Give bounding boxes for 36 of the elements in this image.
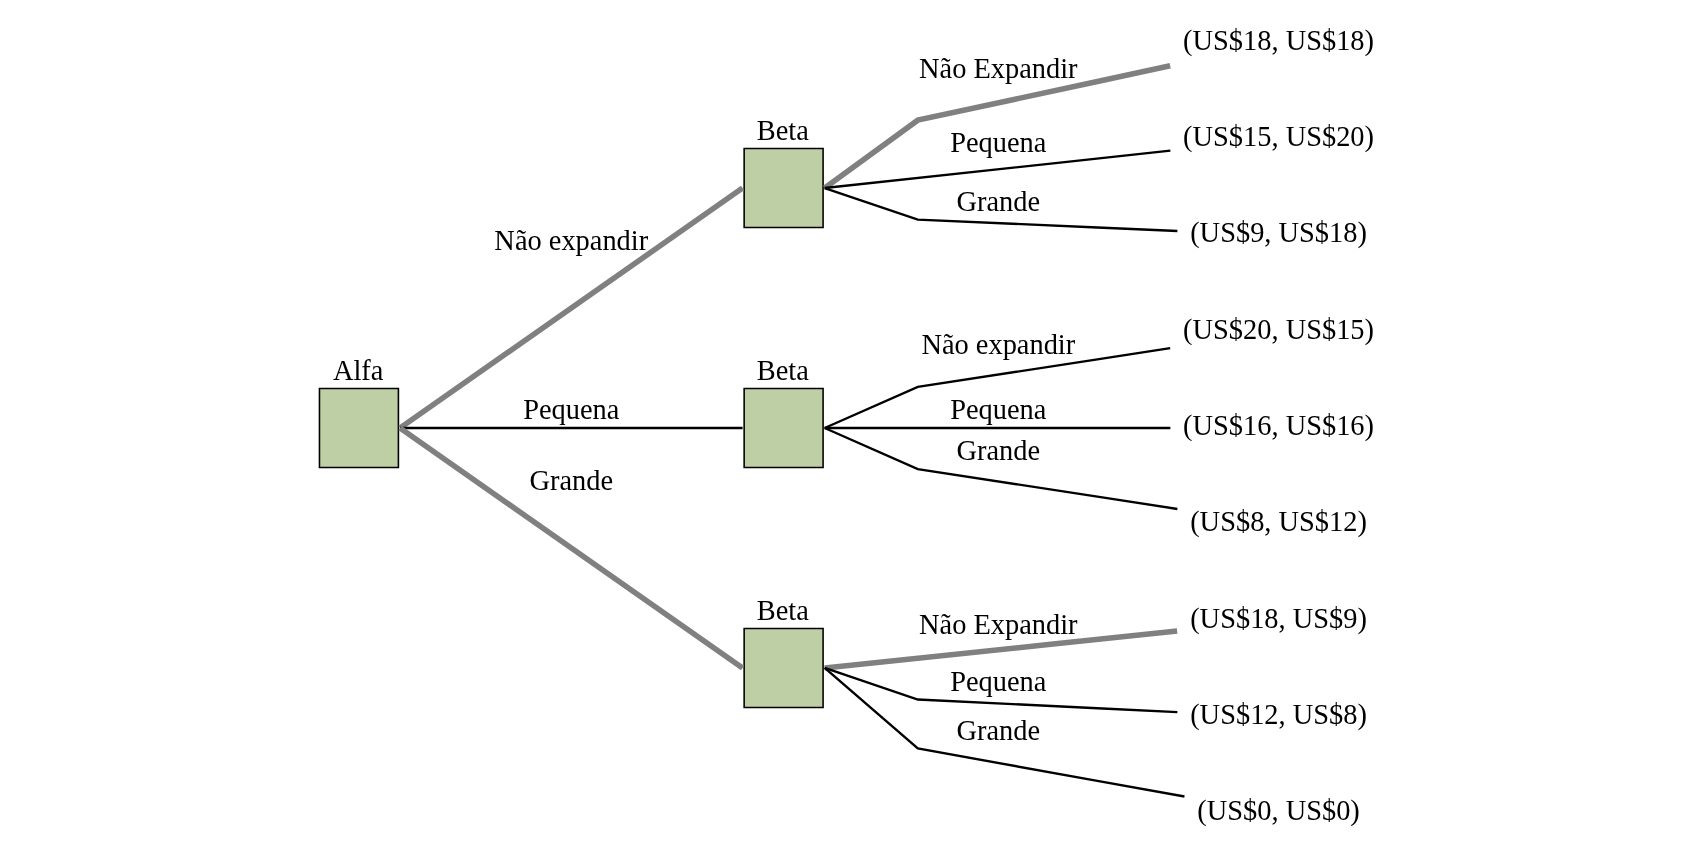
- connector: [824, 149, 1171, 190]
- node-text: (US$8, US$12): [1190, 506, 1367, 538]
- edge-label: Não Expandir: [919, 53, 1078, 85]
- edge-label: Grande: [956, 714, 1041, 746]
- edge-label: Pequena: [950, 127, 1047, 159]
- node-label: Beta: [756, 594, 809, 626]
- node-label: Beta: [756, 114, 809, 146]
- node-text: (US$20, US$15): [1183, 313, 1375, 345]
- connector: [823, 63, 1171, 191]
- node-label: Beta: [756, 354, 809, 386]
- edge-label: Não expandir: [494, 225, 649, 257]
- connector: [824, 346, 1171, 430]
- node-text: (US$0, US$0): [1197, 795, 1360, 827]
- edge-label: Pequena: [950, 394, 1047, 426]
- connector: [398, 185, 745, 431]
- node-text: (US$9, US$18): [1190, 217, 1367, 249]
- connector: [823, 667, 1185, 798]
- node-text: (US$15, US$20): [1183, 121, 1375, 153]
- connector: [824, 666, 1178, 714]
- edge-label: Pequena: [523, 394, 620, 426]
- node-text: (US$16, US$16): [1183, 409, 1375, 441]
- edge-label: Não expandir: [921, 329, 1076, 361]
- connector: [824, 186, 1178, 233]
- edge-label: Grande: [529, 465, 614, 497]
- edge-label: Não Expandir: [919, 608, 1078, 640]
- node-text: (US$18, US$9): [1190, 602, 1367, 634]
- node-label: Alfa: [332, 354, 384, 386]
- connector: [824, 628, 1178, 671]
- edge-label: Grande: [956, 185, 1041, 217]
- node-text: (US$12, US$8): [1190, 698, 1367, 730]
- connector: [824, 426, 1178, 511]
- connector: [398, 425, 745, 671]
- connector: [824, 426, 1171, 430]
- edge-label: Grande: [956, 435, 1041, 467]
- edge-label: Pequena: [950, 665, 1047, 697]
- node-text: (US$18, US$18): [1183, 24, 1375, 56]
